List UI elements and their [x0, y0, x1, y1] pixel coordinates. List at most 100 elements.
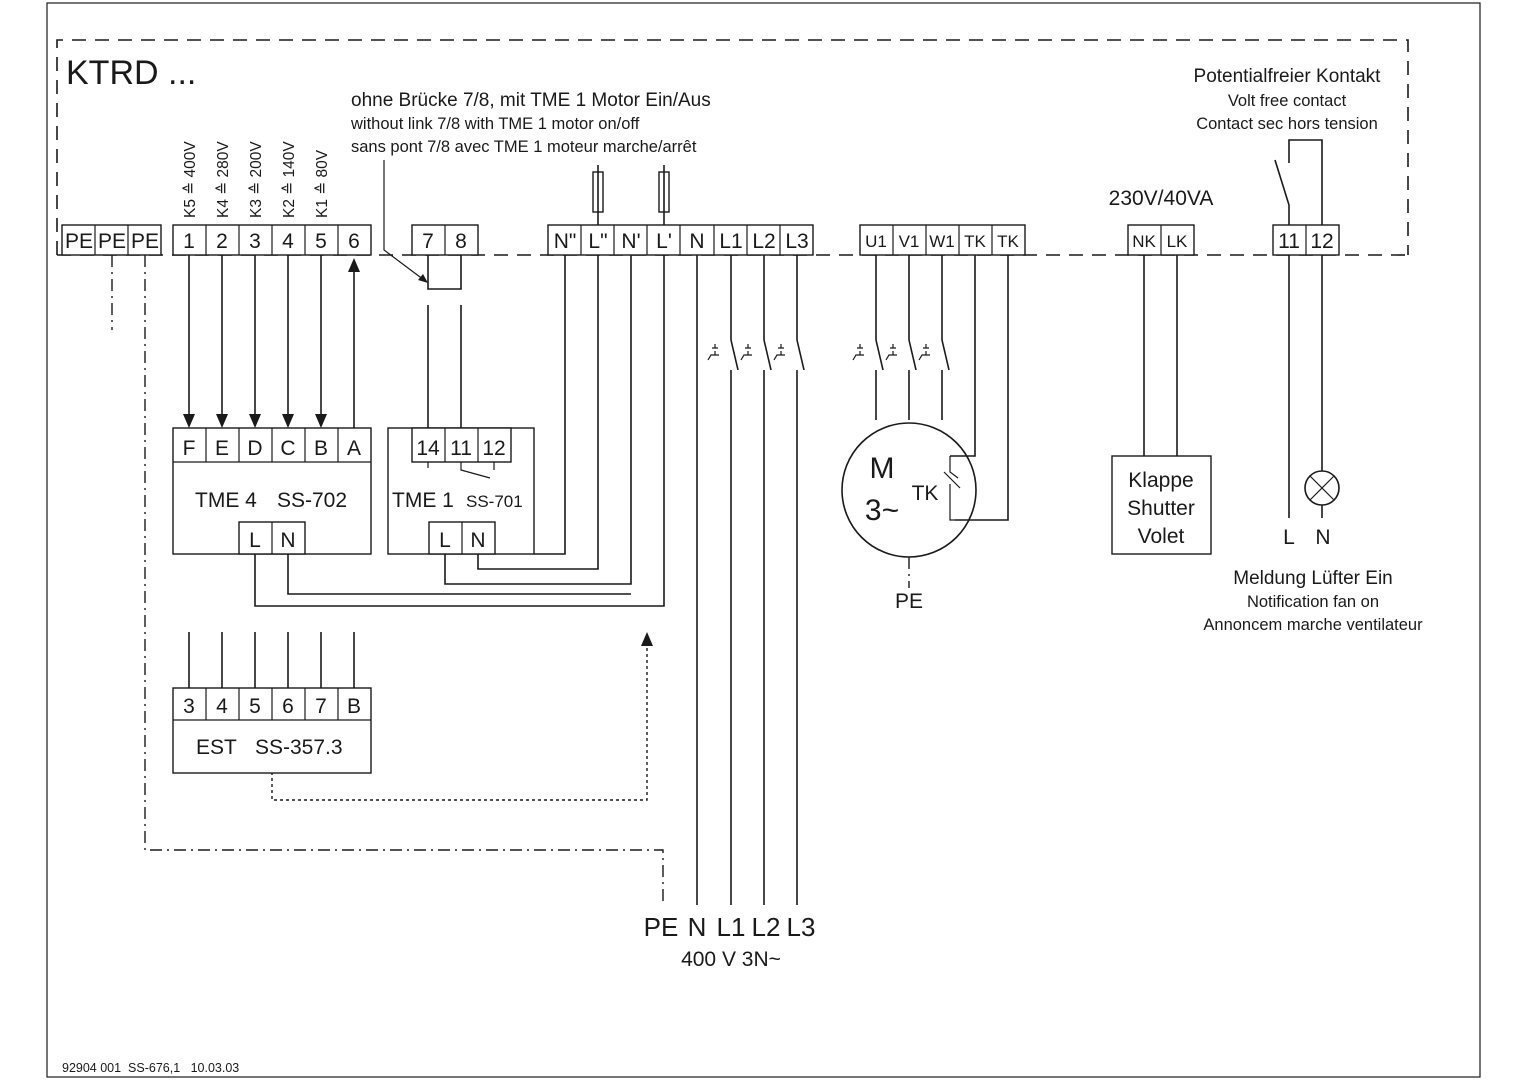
tme1-contact-14: 14	[416, 437, 440, 460]
tme4-input-d: D	[247, 437, 262, 460]
tme4-input-e: E	[215, 437, 229, 460]
motor-phase: 3~	[865, 494, 899, 527]
terminal-1: 1	[183, 230, 195, 253]
tme1-name: TME 1	[392, 489, 454, 512]
unit-title: KTRD ...	[66, 54, 196, 92]
terminal-n1: N'	[621, 230, 640, 253]
terminal-4: 4	[282, 230, 294, 253]
terminal-strip-shutter: NK LK	[1127, 224, 1195, 256]
step-label-k1: K1 ≙ 80V	[314, 149, 331, 218]
tme1-supply-l: L	[439, 529, 451, 552]
tme1-contact-12: 12	[482, 437, 505, 460]
motor-earth: PE	[895, 590, 923, 613]
est-terminal-3: 3	[183, 695, 195, 718]
page-frame	[46, 2, 1481, 1078]
terminal-strip-pe: PE PE PE	[61, 224, 162, 256]
terminal-w1: W1	[929, 232, 955, 251]
mains-wires	[696, 255, 805, 905]
est-module: 3 4 5 6 7 B EST SS-357.3	[172, 632, 372, 774]
terminal-8: 8	[455, 230, 467, 253]
contact-note-de: Potentialfreier Kontakt	[1194, 66, 1382, 87]
terminal-phase-l1: L1	[719, 230, 742, 253]
est-signal-line	[271, 645, 648, 801]
terminal-pe-1: PE	[65, 230, 93, 253]
bridge-link	[427, 255, 462, 290]
tme4-input-b: B	[314, 437, 328, 460]
est-terminal-4: 4	[216, 695, 228, 718]
terminal-3: 3	[249, 230, 261, 253]
bridge-note-fr: sans pont 7/8 avec TME 1 moteur marche/a…	[351, 138, 697, 156]
shutter-supply-label: 230V/40VA	[1109, 187, 1214, 210]
tme4-input-a: A	[347, 437, 361, 460]
est-terminal-7: 7	[315, 695, 327, 718]
fuse-l1	[658, 165, 670, 225]
terminal-nk: NK	[1132, 232, 1156, 251]
est-terminal-6: 6	[282, 695, 294, 718]
tme1-code: SS-701	[466, 492, 523, 511]
step-label-k2: K2 ≙ 140V	[281, 141, 298, 218]
terminal-lk: LK	[1167, 232, 1188, 251]
terminal-pe-3: PE	[131, 230, 159, 253]
contact-note-en: Volt free contact	[1228, 92, 1347, 110]
mains-n: N	[688, 912, 707, 942]
terminal-u1: U1	[865, 232, 887, 251]
tme4-supply-l: L	[249, 529, 261, 552]
shutter-actuator: Klappe Shutter Volet	[1111, 255, 1212, 555]
motor-wiring	[852, 255, 1009, 521]
mains-l2: L2	[752, 912, 781, 942]
est-code: SS-357.3	[255, 736, 343, 759]
tme4-input-f: F	[183, 437, 196, 460]
shutter-label-fr: Volet	[1138, 525, 1185, 548]
fuse-l2	[592, 165, 604, 225]
est-name: EST	[196, 736, 237, 759]
shutter-label-en: Shutter	[1127, 497, 1195, 520]
drawing-footer: 92904 001 SS-676,1 10.03.03	[62, 1061, 239, 1075]
notification-en: Notification fan on	[1247, 593, 1379, 611]
tme4-input-c: C	[280, 437, 295, 460]
notification-de: Meldung Lüfter Ein	[1233, 568, 1393, 589]
terminal-n2: N"	[554, 230, 577, 253]
contact-note-fr: Contact sec hors tension	[1196, 115, 1378, 133]
motor-symbol: M 3~ TK PE	[841, 422, 977, 613]
pe-wire-3	[144, 255, 664, 905]
terminal-2: 2	[216, 230, 228, 253]
terminal-phase-l2: L2	[752, 230, 775, 253]
step-label-k3: K3 ≙ 200V	[248, 141, 265, 218]
terminal-7: 7	[422, 230, 434, 253]
motor-m: M	[870, 452, 895, 485]
terminal-strip-steps: 1 2 3 4 5 6	[172, 224, 372, 256]
mains-pe: PE	[644, 912, 679, 942]
motor-thermal: TK	[912, 482, 939, 505]
lamp-label-l: L	[1283, 526, 1295, 549]
terminal-strip-bridge: 7 8	[411, 224, 479, 256]
terminal-strip-signal: 11 12	[1272, 224, 1340, 256]
notification-fr: Annoncem marche ventilateur	[1203, 616, 1423, 634]
bridge-note-de: ohne Brücke 7/8, mit TME 1 Motor Ein/Aus	[351, 90, 711, 111]
tme1-supply-n: N	[470, 529, 485, 552]
tme4-supply-n: N	[280, 529, 295, 552]
terminal-v1: V1	[899, 232, 920, 251]
tme1-contact-11: 11	[450, 437, 472, 460]
est-terminal-b: B	[347, 695, 361, 718]
lamp-label-n: N	[1315, 526, 1330, 549]
step-wires	[183, 255, 360, 428]
volt-free-contact: L N	[1274, 139, 1340, 549]
terminal-phase-l3: L3	[785, 230, 808, 253]
tme4-code: SS-702	[277, 489, 347, 512]
tme4-name: TME 4	[195, 489, 257, 512]
terminal-n: N	[689, 230, 704, 253]
terminal-6: 6	[348, 230, 360, 253]
bridge-note-en: without link 7/8 with TME 1 motor on/off	[350, 115, 640, 133]
control-supply-wires	[254, 255, 665, 607]
mains-l3: L3	[787, 912, 816, 942]
shutter-label-de: Klappe	[1128, 469, 1193, 492]
step-label-k4: K4 ≙ 280V	[215, 141, 232, 218]
terminal-l2: L"	[588, 230, 607, 253]
terminal-l1prime: L'	[656, 230, 672, 253]
bridge-note-pointer	[383, 160, 425, 281]
terminal-pe-2: PE	[98, 230, 126, 253]
terminal-12: 12	[1310, 230, 1333, 253]
mains-l1: L1	[717, 912, 746, 942]
tme4-module: F E D C B A TME 4 SS-702 L N	[172, 427, 372, 555]
